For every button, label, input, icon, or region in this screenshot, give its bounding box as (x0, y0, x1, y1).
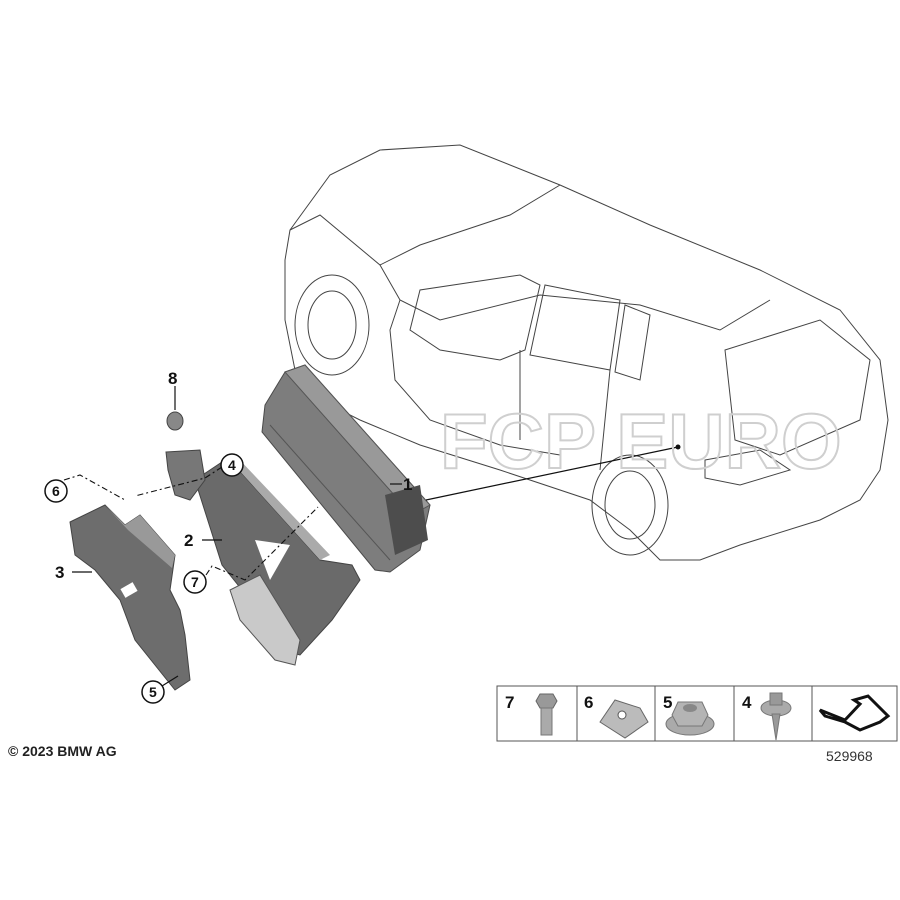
svg-text:6: 6 (52, 483, 60, 499)
legend-number-4: 4 (742, 693, 752, 712)
callout-3: 3 (55, 563, 64, 582)
collar-screw-icon (760, 692, 792, 741)
callout-7: 7 (183, 570, 207, 594)
part-4-bracket-plate (165, 449, 206, 501)
hex-flange-nut-icon (665, 701, 715, 736)
fastener-legend: 7 6 5 4 (496, 685, 898, 742)
svg-text:7: 7 (191, 574, 199, 590)
callout-4: 4 (220, 453, 244, 477)
arrow-symbol-icon (818, 694, 891, 732)
callout-6: 6 (44, 479, 68, 503)
callout-8: 8 (168, 369, 177, 388)
diagram-number: 529968 (826, 748, 873, 764)
part-8-nut (166, 411, 184, 431)
svg-text:4: 4 (228, 457, 236, 473)
part-2-bracket (194, 455, 361, 666)
part-3-bracket (69, 504, 191, 691)
legend-number-6: 6 (584, 693, 593, 712)
callout-2: 2 (184, 531, 193, 550)
copyright: © 2023 BMW AG (8, 743, 117, 759)
part-1-control-module (261, 364, 431, 573)
svg-text:5: 5 (149, 684, 157, 700)
callout-1: 1 (403, 475, 412, 494)
legend-number-5: 5 (663, 693, 672, 712)
callout-5: 5 (141, 680, 165, 704)
leader-lines (63, 386, 679, 687)
legend-number-7: 7 (505, 693, 514, 712)
watermark: FCP EURO (440, 397, 842, 485)
spring-nut-clip-icon (599, 699, 649, 739)
hex-bolt-icon (535, 693, 558, 736)
